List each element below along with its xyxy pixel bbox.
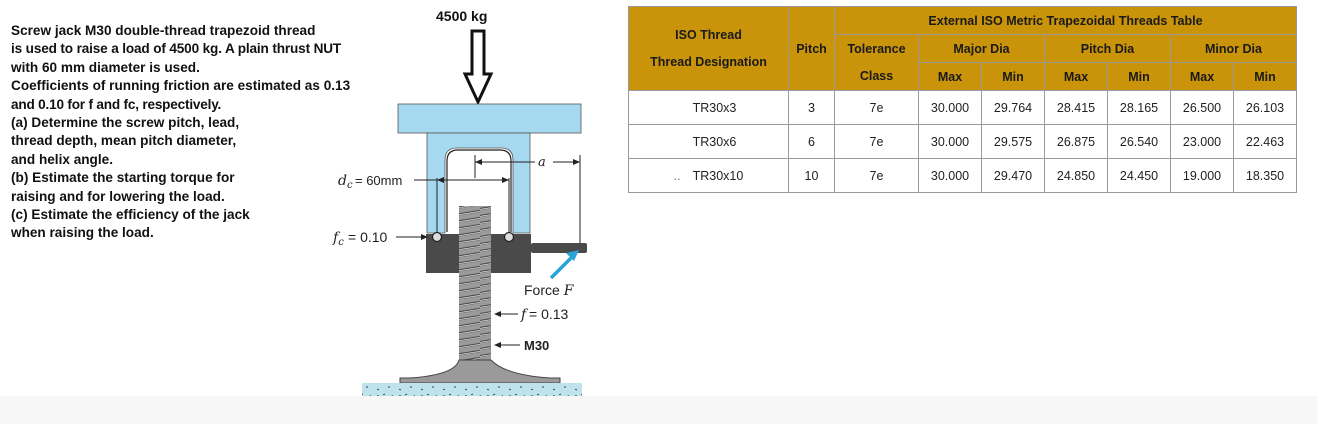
jack-base	[399, 359, 561, 384]
cell-pitch: 3	[788, 90, 835, 125]
cell-value: 29.470	[981, 158, 1045, 193]
problem-line: and helix angle.	[11, 151, 113, 167]
problem-line: thread depth, mean pitch diameter,	[11, 133, 237, 149]
header-designation: ISO Thread Thread Designation	[628, 6, 789, 91]
thread-label: M30	[524, 338, 549, 353]
screw-thread	[459, 206, 491, 236]
problem-line: (c) Estimate the efficiency of the jack	[11, 207, 250, 223]
problem-line: and 0.10 for f and fc, respectively.	[11, 96, 222, 112]
bottom-band	[0, 396, 1317, 424]
problem-line: with 60 mm diameter is used.	[11, 59, 200, 75]
screw-jack-figure: 4500 kg dc = 60mm a fc = 0.10 Force F	[332, 8, 587, 406]
table-row: TR30x6 6 7e 30.000 29.575 26.875 26.540 …	[628, 124, 1297, 159]
cell-tolerance: 7e	[834, 158, 919, 193]
header-sub: Min	[981, 62, 1045, 91]
collar-ball-right	[503, 231, 515, 243]
cell-value: 30.000	[918, 124, 982, 159]
problem-line: raising and for lowering the load.	[11, 188, 225, 204]
cell-value: 26.103	[1233, 90, 1297, 125]
table-row: ..TR30x10 10 7e 30.000 29.470 24.850 24.…	[628, 158, 1297, 193]
header-minor-dia: Minor Dia	[1170, 34, 1297, 63]
load-label: 4500 kg	[436, 8, 487, 24]
header-pitch-dia: Pitch Dia	[1044, 34, 1171, 63]
cell-value: 29.764	[981, 90, 1045, 125]
cell-pitch: 6	[788, 124, 835, 159]
cell-value: 24.850	[1044, 158, 1108, 193]
problem-line: Coefficients of running friction are est…	[11, 78, 351, 94]
problem-line: when raising the load.	[11, 225, 154, 241]
fc-symbol: fc	[332, 230, 344, 248]
cell-tolerance: 7e	[834, 124, 919, 159]
load-platform	[397, 103, 582, 134]
cell-tolerance: 7e	[834, 90, 919, 125]
header-sub: Max	[1044, 62, 1108, 91]
problem-line: is used to raise a load of 4500 kg. A pl…	[11, 41, 342, 57]
cell-value: 23.000	[1170, 124, 1234, 159]
problem-line: (b) Estimate the starting torque for	[11, 170, 235, 186]
cell-value: 30.000	[918, 90, 982, 125]
cell-designation: TR30x3	[628, 90, 789, 125]
cell-designation: TR30x6	[628, 124, 789, 159]
a-label: a	[538, 155, 546, 170]
cell-value: 26.500	[1170, 90, 1234, 125]
dc-symbol: dc	[338, 173, 353, 191]
force-label: Force F	[524, 282, 575, 299]
table-row: TR30x3 3 7e 30.000 29.764 28.415 28.165 …	[628, 90, 1297, 125]
table-title: External ISO Metric Trapezoidal Threads …	[834, 6, 1297, 35]
header-sub: Min	[1233, 62, 1297, 91]
cell-value: 28.415	[1044, 90, 1108, 125]
cell-value: 24.450	[1107, 158, 1171, 193]
header-major-dia: Major Dia	[918, 34, 1045, 63]
cell-value: 26.540	[1107, 124, 1171, 159]
problem-line: (a) Determine the screw pitch, lead,	[11, 115, 240, 131]
dc-label: = 60mm	[355, 173, 402, 188]
force-arrow-icon	[549, 254, 575, 280]
cell-value: 30.000	[918, 158, 982, 193]
f-symbol: f	[520, 307, 529, 323]
cell-value: 29.575	[981, 124, 1045, 159]
header-sub: Max	[1170, 62, 1234, 91]
cell-value: 22.463	[1233, 124, 1297, 159]
cell-value: 18.350	[1233, 158, 1297, 193]
problem-statement: Screw jack M30 double-thread trapezoid t…	[11, 22, 411, 243]
header-sub: Min	[1107, 62, 1171, 91]
cell-value: 19.000	[1170, 158, 1234, 193]
cell-pitch: 10	[788, 158, 835, 193]
collar-ball-left	[431, 231, 443, 243]
header-sub: Max	[918, 62, 982, 91]
cell-value: 28.165	[1107, 90, 1171, 125]
header-pitch: Pitch	[788, 6, 835, 91]
f-label: = 0.13	[529, 306, 569, 322]
fc-label: = 0.10	[348, 229, 388, 245]
cell-designation: ..TR30x10	[628, 158, 789, 193]
load-arrow-icon	[462, 29, 494, 106]
handle	[531, 243, 587, 253]
header-tolerance: Tolerance Class	[834, 34, 919, 91]
thread-table: ISO Thread Thread Designation Pitch Exte…	[628, 6, 1297, 193]
cell-value: 26.875	[1044, 124, 1108, 159]
problem-line: Screw jack M30 double-thread trapezoid t…	[11, 23, 316, 38]
